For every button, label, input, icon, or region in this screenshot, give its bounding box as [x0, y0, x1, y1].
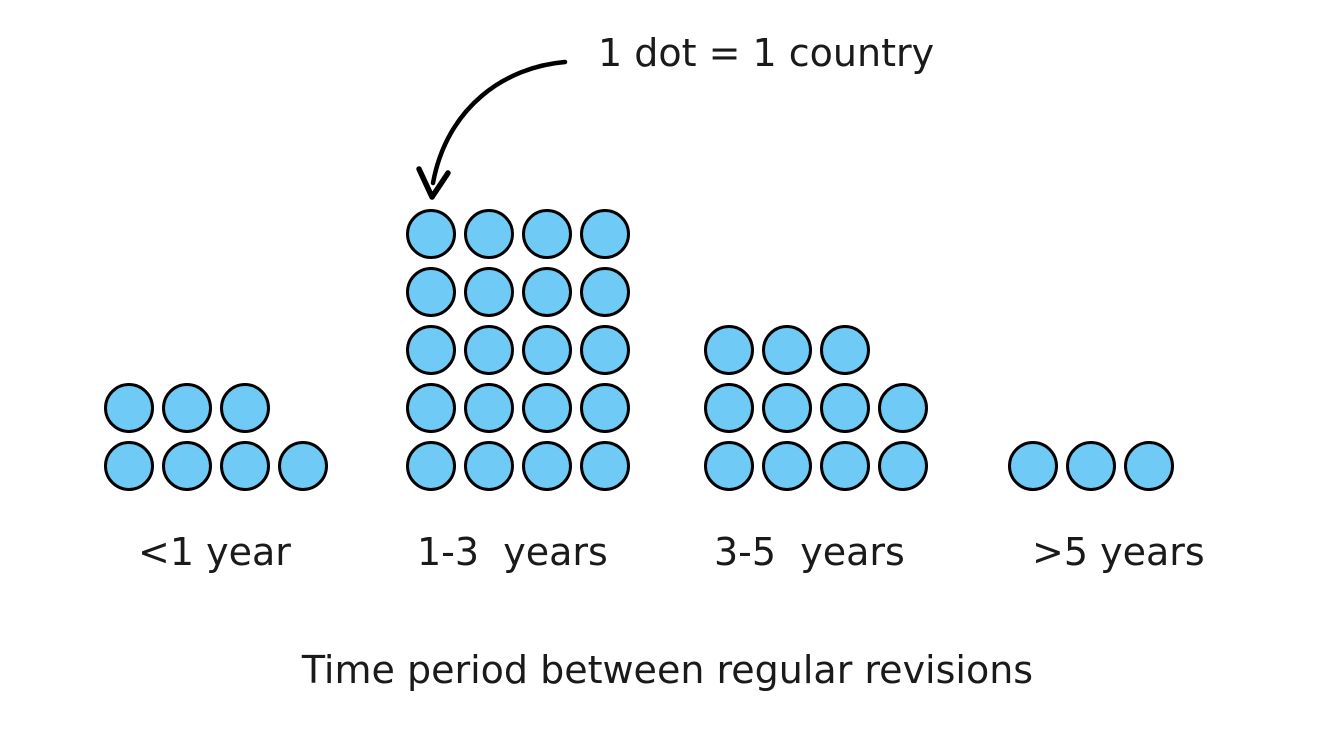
country-dot	[522, 267, 572, 317]
country-dot	[104, 441, 154, 491]
group-label-gt-5-years: >5 years	[1032, 530, 1205, 574]
dot-row	[406, 379, 638, 437]
country-dot	[704, 441, 754, 491]
dot-row	[406, 205, 638, 263]
country-dot	[522, 441, 572, 491]
country-dot	[464, 441, 514, 491]
country-dot	[464, 325, 514, 375]
annotation-arrow-icon	[416, 59, 568, 200]
country-dot	[522, 209, 572, 259]
country-dot	[406, 267, 456, 317]
country-dot	[580, 325, 630, 375]
group-label-3-5-years: 3-5 years	[714, 530, 905, 574]
country-dot	[878, 441, 928, 491]
country-dot	[1008, 441, 1058, 491]
annotation-label: 1 dot = 1 country	[598, 31, 935, 75]
country-dot	[580, 383, 630, 433]
country-dot	[762, 325, 812, 375]
country-dot	[406, 325, 456, 375]
chart-caption: Time period between regular revisions	[301, 648, 1034, 692]
country-dot	[1124, 441, 1174, 491]
dot-group-gt-5-years	[1008, 437, 1182, 495]
dot-row	[704, 379, 936, 437]
country-dot	[162, 383, 212, 433]
dot-row	[104, 379, 336, 437]
country-dot	[820, 383, 870, 433]
country-dot	[820, 441, 870, 491]
group-label-lt-1-year: <1 year	[138, 530, 291, 574]
country-dot	[162, 441, 212, 491]
country-dot	[580, 209, 630, 259]
dot-row	[406, 321, 638, 379]
country-dot	[464, 383, 514, 433]
country-dot	[522, 325, 572, 375]
country-dot	[762, 441, 812, 491]
country-dot	[406, 209, 456, 259]
country-dot	[464, 209, 514, 259]
dot-row	[1008, 437, 1182, 495]
dot-row	[704, 321, 936, 379]
country-dot	[406, 441, 456, 491]
dot-row	[704, 437, 936, 495]
dot-group-lt-1-year	[104, 379, 336, 495]
country-dot	[220, 383, 270, 433]
country-dot	[406, 383, 456, 433]
country-dot	[704, 325, 754, 375]
dot-row	[104, 437, 336, 495]
country-dot	[220, 441, 270, 491]
country-dot	[878, 383, 928, 433]
country-dot	[820, 325, 870, 375]
country-dot	[704, 383, 754, 433]
country-dot	[522, 383, 572, 433]
group-label-1-3-years: 1-3 years	[417, 530, 608, 574]
dot-group-3-5-years	[704, 321, 936, 495]
country-dot	[464, 267, 514, 317]
dot-row	[406, 437, 638, 495]
dot-group-1-3-years	[406, 205, 638, 495]
country-dot	[580, 441, 630, 491]
country-dot	[580, 267, 630, 317]
country-dot	[278, 441, 328, 491]
country-dot	[1066, 441, 1116, 491]
dot-row	[406, 263, 638, 321]
country-dot	[104, 383, 154, 433]
country-dot	[762, 383, 812, 433]
